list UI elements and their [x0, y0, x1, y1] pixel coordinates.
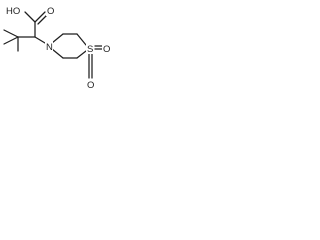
structural-formula: HO O N S O O	[3, 4, 110, 91]
bond-c2-n	[34, 36, 46, 44]
hydroxyl-label: HO	[6, 6, 20, 17]
carbonyl-oxygen-label: O	[47, 6, 54, 17]
bond-ring-bottom-b	[76, 50, 87, 59]
bond-n-ring-top	[51, 33, 64, 44]
bond-n-ring-bottom	[51, 48, 64, 59]
sulfonyl-oxygen-bottom-label: O	[87, 80, 94, 91]
bond-c3-methyl-2	[3, 36, 19, 45]
bond-c1-o-double-a	[34, 11, 46, 23]
bond-ring-top-b	[76, 33, 87, 46]
nitrogen-label: N	[46, 42, 53, 53]
bond-c1-oh	[24, 11, 36, 23]
sulfonyl-oxygen-right-label: O	[103, 44, 110, 55]
sulfur-label: S	[87, 44, 93, 55]
bond-c3-methyl-1	[3, 29, 19, 38]
